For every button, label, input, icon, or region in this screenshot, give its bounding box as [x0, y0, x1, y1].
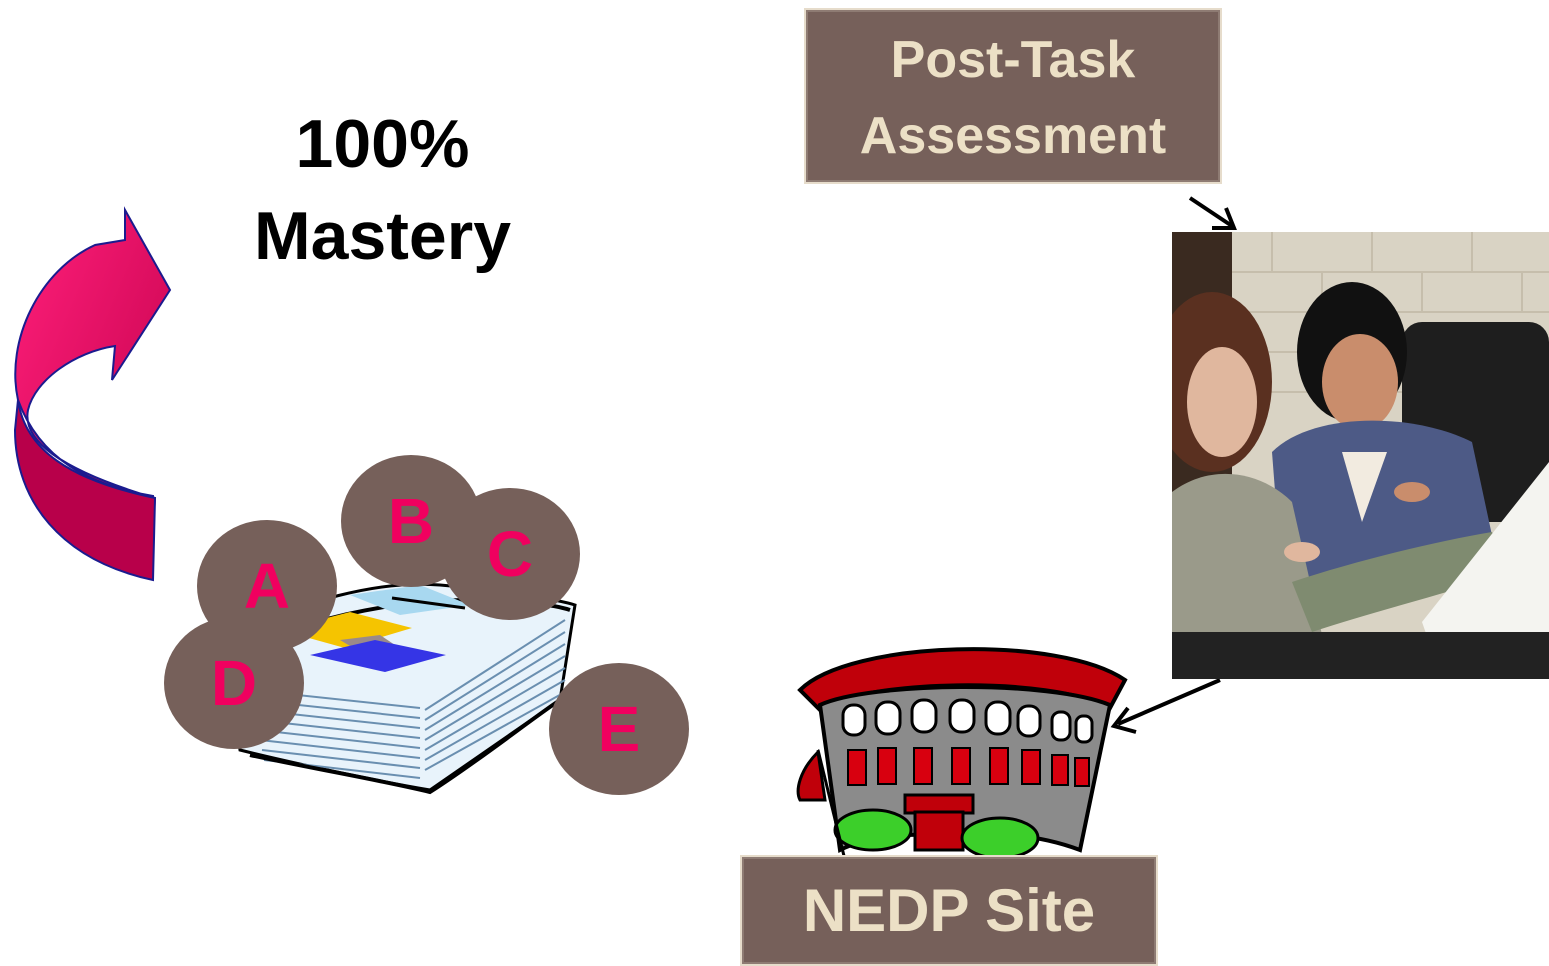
task-circle-c: C — [440, 488, 580, 620]
nedp-site-box: NEDP Site — [740, 855, 1158, 966]
task-letter-b: B — [387, 485, 435, 557]
meeting-photo — [1172, 232, 1549, 679]
arrow-to-photo — [1188, 196, 1234, 228]
task-circle-e: E — [549, 663, 689, 795]
post-task-line1: Post-Task — [890, 31, 1136, 89]
nedp-site-label: NEDP Site — [802, 877, 1096, 944]
arrowhead-to-photo — [1212, 207, 1237, 230]
task-circle-d: D — [164, 617, 304, 749]
mastery-percent: 100% — [295, 106, 470, 182]
task-letter-a: A — [243, 550, 291, 622]
arrowhead-to-site — [1110, 706, 1137, 734]
mastery-word: Mastery — [253, 198, 512, 274]
arrow-to-site — [1117, 678, 1221, 726]
task-letter-d: D — [210, 647, 258, 719]
mastery-label: 100% Mastery — [225, 98, 540, 282]
post-task-line2: Assessment — [859, 107, 1167, 165]
task-letter-e: E — [597, 693, 641, 765]
post-task-assessment-box: Post-Task Assessment — [804, 8, 1222, 184]
task-letter-c: C — [486, 518, 534, 590]
